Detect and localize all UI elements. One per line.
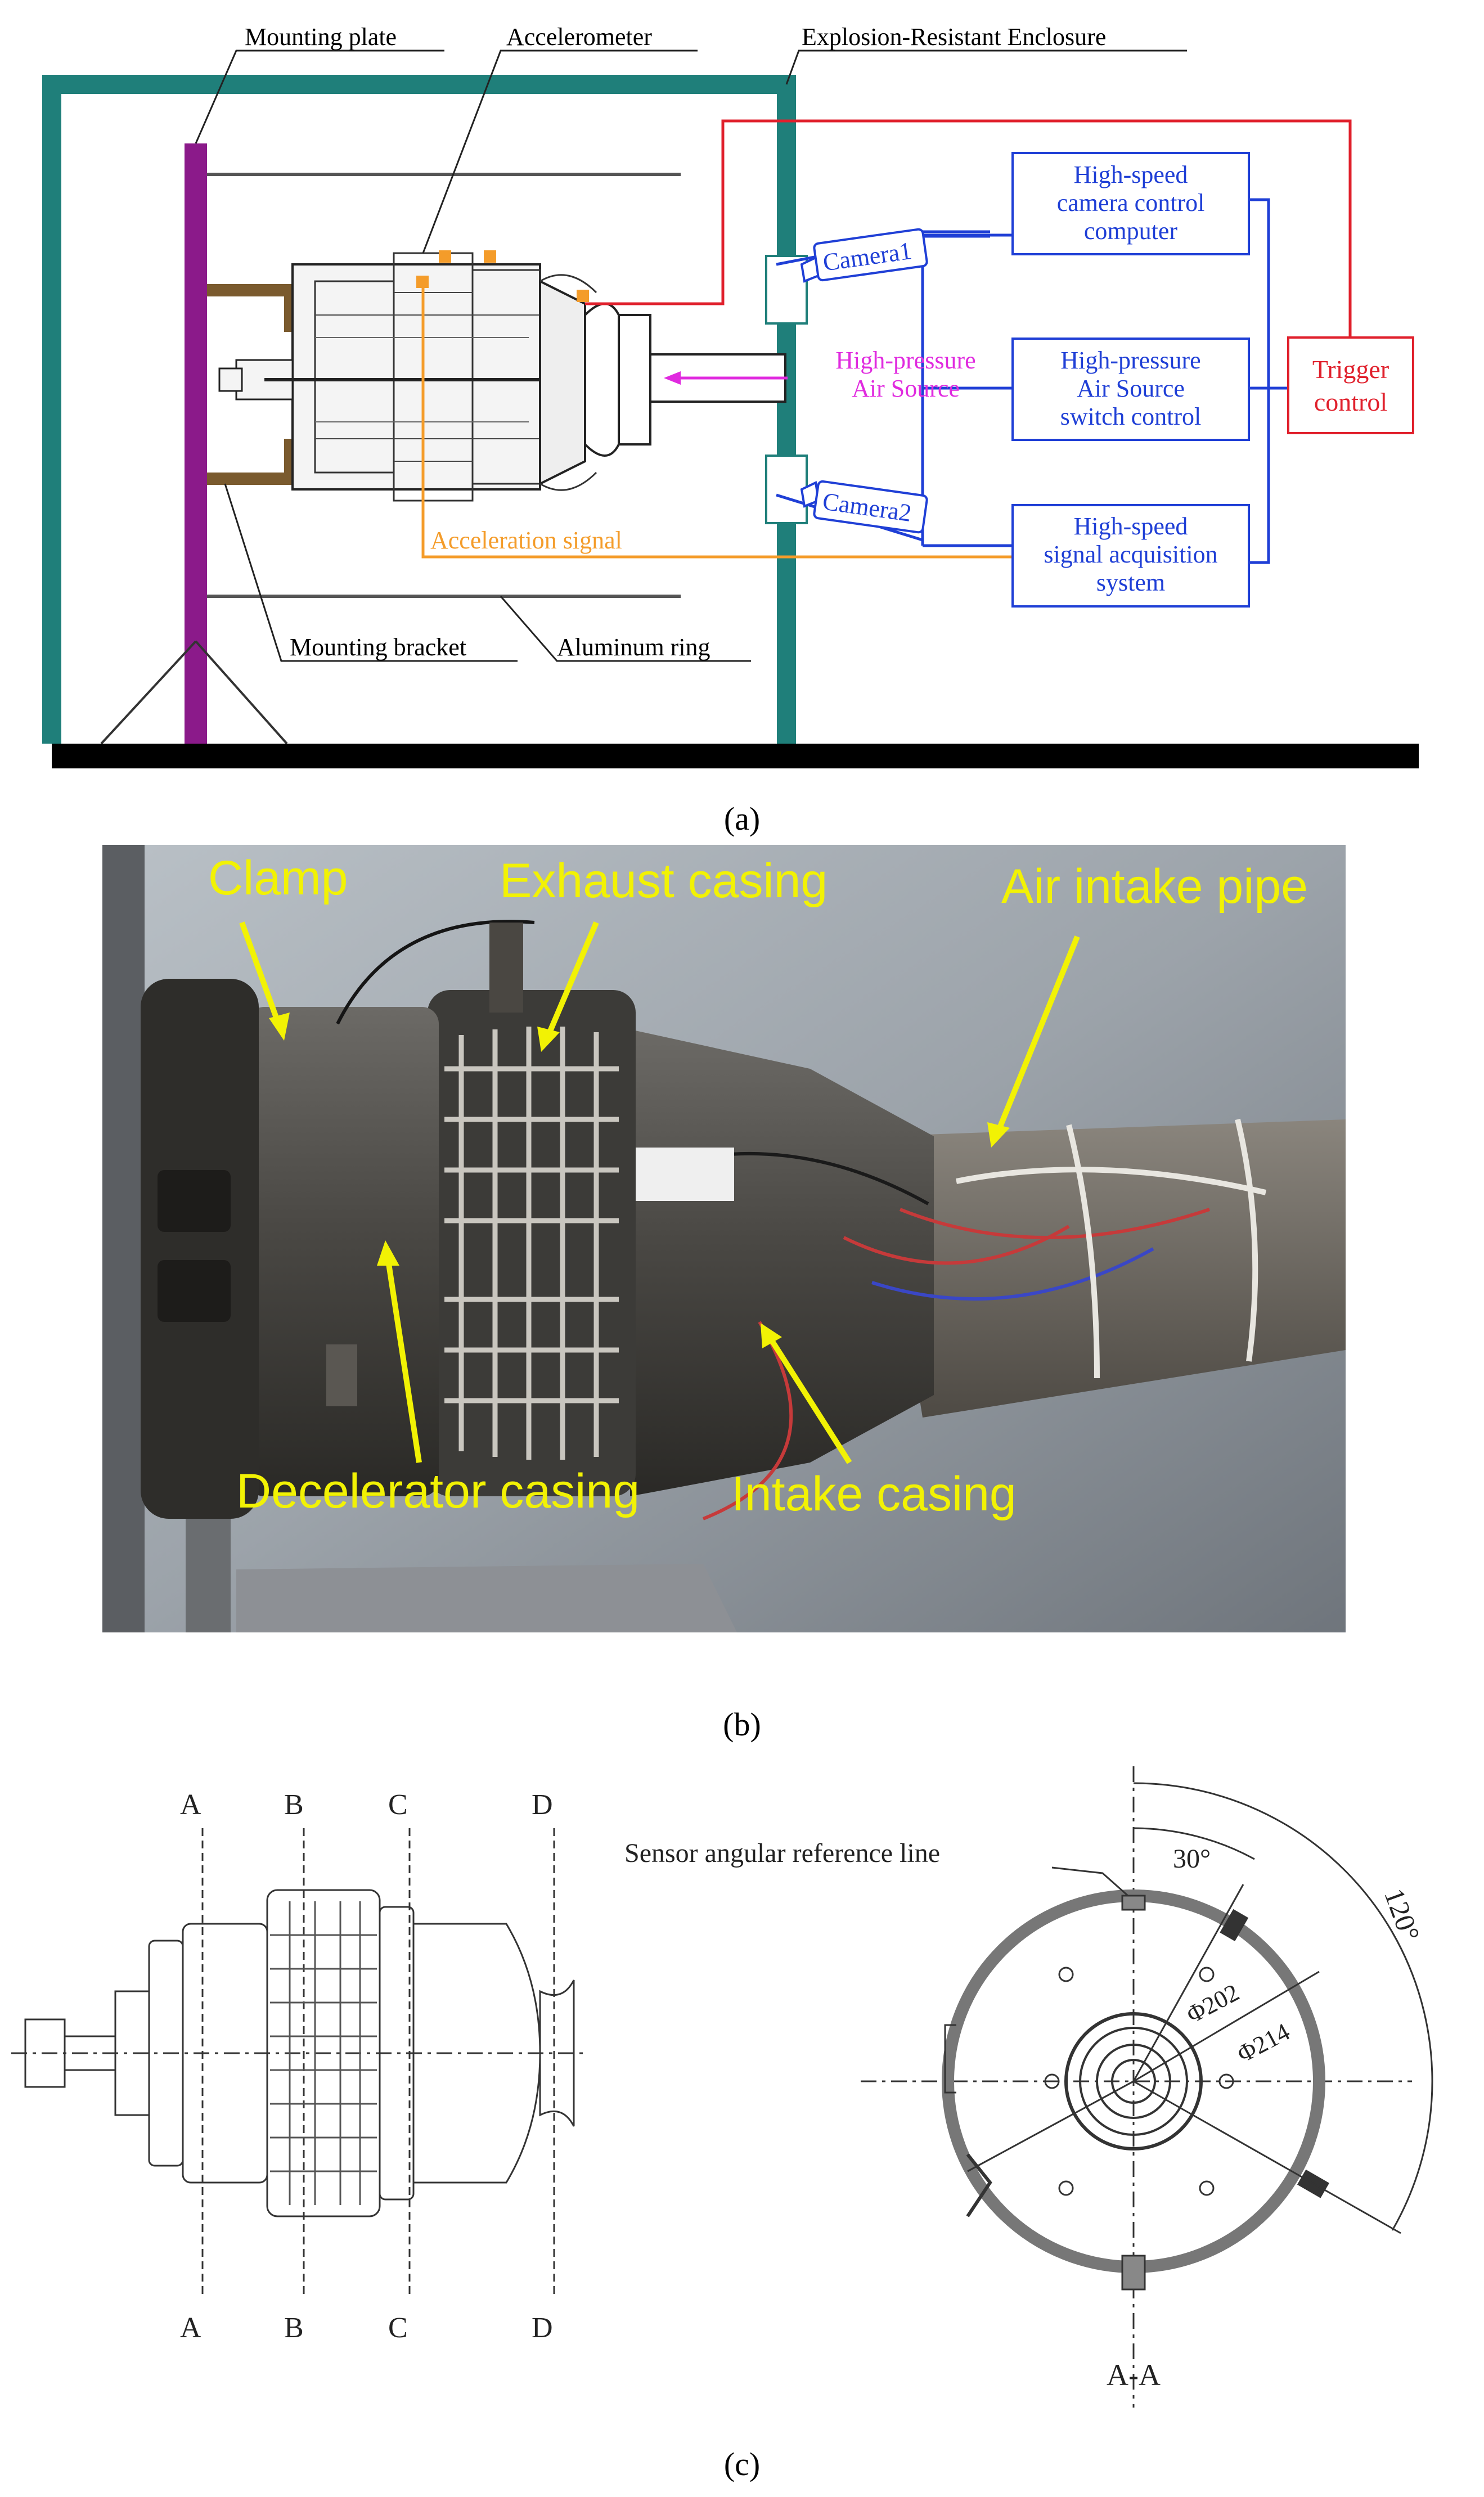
section-letter-b-bottom: B [284, 2312, 304, 2344]
mounting-plate-label: Mounting plate [245, 23, 397, 51]
svg-text:High-speed: High-speed [1074, 512, 1188, 540]
camera-control-box [1011, 152, 1250, 255]
panel-a-schematic: Camera1 Camera2 High-speed camera contro… [42, 23, 1419, 768]
decelerator-casing [248, 1007, 439, 1496]
intake-casing [630, 1029, 934, 1496]
panel-b-photo: Clamp Exhaust casing Air intake pipe Dec… [102, 845, 1346, 1632]
trigger-control-box [1287, 336, 1414, 434]
clamp-arrow [269, 1013, 290, 1041]
angle-30-label: 30° [1173, 1844, 1211, 1874]
clamp [141, 979, 259, 1519]
intake-casing-arrow [761, 1323, 782, 1348]
intake-adapter [584, 303, 620, 457]
enclosure-window-top [765, 255, 808, 325]
aluminum-ring-label: Aluminum ring [557, 633, 710, 661]
angle-120-label: 120° [1378, 1884, 1426, 1945]
ground-bar [52, 744, 1419, 768]
mounting-plate [185, 143, 207, 744]
panel-c-side-view [11, 1828, 585, 2295]
clamp-label: Clamp [208, 851, 348, 905]
section-letter-b-top: B [284, 1789, 304, 1821]
svg-text:signal acquisition: signal acquisition [1044, 541, 1217, 568]
section-view-label: A-A [1107, 2358, 1161, 2392]
section-letter-c-bottom: C [388, 2312, 408, 2344]
svg-text:control: control [1314, 388, 1387, 416]
explosion-resistant-enclosure [42, 75, 796, 744]
section-letter-d-bottom: D [532, 2312, 553, 2344]
trigger-wire [585, 119, 1352, 338]
acceleration-signal-label: Acceleration signal [430, 527, 622, 554]
mounting-bracket-top [207, 284, 297, 296]
decelerator-casing-label: Decelerator casing [236, 1464, 640, 1518]
enclosure-label: Explosion-Resistant Enclosure [802, 23, 1106, 51]
camera1: Camera1 [800, 228, 928, 283]
section-letter-a-top: A [180, 1789, 201, 1821]
air-source-switch-box [1011, 338, 1250, 441]
exhaust-grid [444, 1027, 619, 1460]
acceleration-signal-wire [421, 287, 1013, 559]
air-intake-pipe-arrow [987, 1122, 1010, 1148]
section-letter-d-top: D [532, 1789, 553, 1821]
section-letter-c-top: C [388, 1789, 408, 1821]
svg-text:Air Source: Air Source [1077, 375, 1185, 402]
svg-text:High-speed: High-speed [1074, 161, 1188, 188]
panel-c-section-view [861, 1766, 1433, 2408]
sensor-wiring [336, 920, 1267, 1520]
svg-text:Air Source: Air Source [852, 375, 960, 402]
panel-a-caption: (a) [724, 800, 760, 837]
section-letter-a-bottom: A [180, 2312, 201, 2344]
svg-text:Trigger: Trigger [1312, 355, 1389, 384]
svg-text:system: system [1096, 569, 1165, 596]
accelerometer-label: Accelerometer [506, 23, 652, 51]
diameter-214-label: Φ214 [1233, 2018, 1294, 2068]
mounting-bracket-label: Mounting bracket [290, 633, 466, 661]
camera2: Camera2 [800, 480, 928, 534]
signal-acquisition-box [1011, 504, 1250, 608]
svg-text:switch control: switch control [1060, 403, 1202, 430]
mounting-bracket-bottom [207, 473, 297, 485]
intake-casing-label: Intake casing [731, 1467, 1017, 1521]
support-leg-right [195, 640, 288, 745]
exhaust-casing-arrow [537, 1027, 560, 1052]
panel-b-caption: (b) [723, 1706, 761, 1743]
svg-text:camera control: camera control [1057, 189, 1205, 217]
sensor-reference-label: Sensor angular reference line [624, 1838, 940, 1868]
svg-text:computer: computer [1084, 217, 1178, 245]
air-intake-pipe-label: Air intake pipe [1001, 860, 1308, 914]
decelerator-casing-arrow [377, 1240, 399, 1266]
panel-c-caption: (c) [724, 2446, 760, 2482]
air-flow-arrow [664, 371, 681, 385]
engine-cross-section [218, 250, 597, 502]
svg-text:High-pressure: High-pressure [1060, 347, 1200, 374]
air-source-label: High-pressure [835, 347, 975, 374]
exhaust-casing [428, 990, 636, 1496]
exhaust-casing-label: Exhaust casing [500, 854, 828, 908]
support-leg-left [100, 640, 197, 745]
